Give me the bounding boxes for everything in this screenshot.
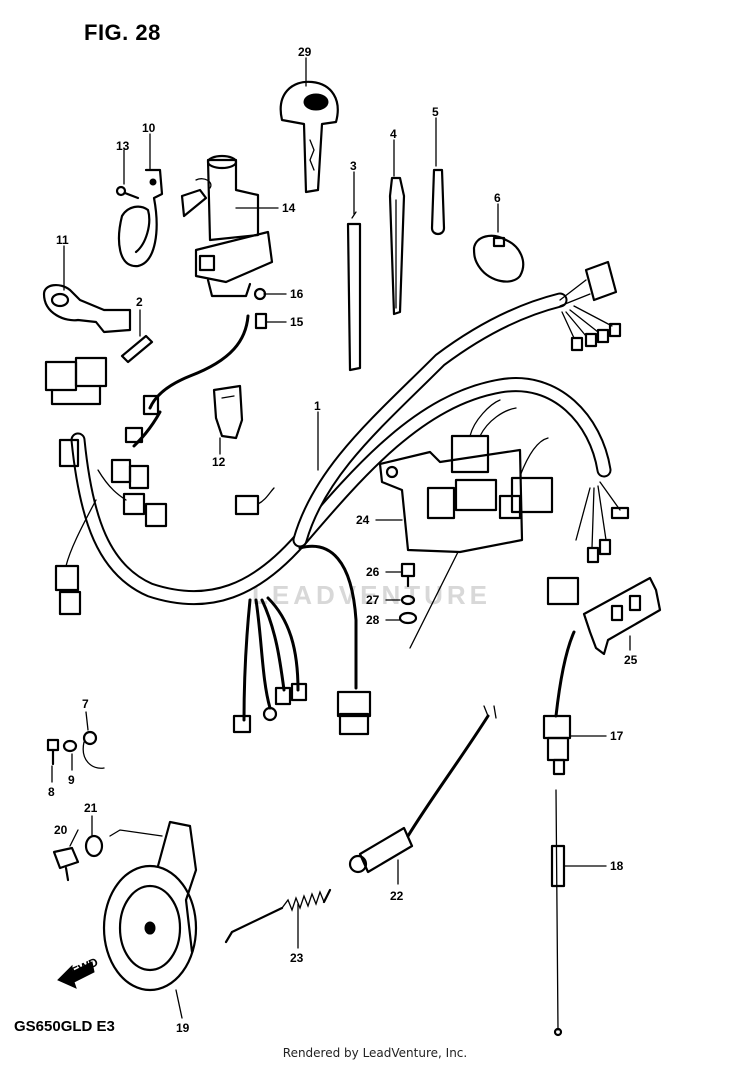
callout-23: 23 [290, 951, 304, 965]
callout-29: 29 [298, 45, 312, 59]
clamp-12[interactable] [212, 384, 244, 440]
ring-terminals-lower[interactable] [232, 682, 372, 736]
callout-24: 24 [356, 513, 370, 527]
protector-tube-3[interactable] [346, 211, 362, 372]
callout-9: 9 [68, 773, 75, 787]
plate-25[interactable] [582, 576, 662, 656]
callout-4: 4 [390, 127, 397, 141]
bolt-13[interactable] [115, 185, 140, 200]
callout-28: 28 [366, 613, 380, 627]
screw-15[interactable] [254, 312, 268, 330]
bolt-26[interactable] [400, 562, 416, 588]
bracket-11[interactable] [42, 284, 132, 334]
callout-20: 20 [54, 823, 68, 837]
callout-11: 11 [56, 233, 69, 247]
callout-26: 26 [366, 565, 380, 579]
strap-5[interactable] [430, 168, 446, 236]
callout-18: 18 [610, 859, 624, 873]
callout-15: 15 [290, 315, 304, 329]
spring-18[interactable] [550, 789, 566, 1037]
spring-23[interactable] [224, 888, 332, 944]
callout-13: 13 [116, 139, 130, 153]
horn-19[interactable] [102, 820, 198, 992]
relay-bracket-24[interactable] [378, 399, 554, 649]
washer-27[interactable] [400, 594, 416, 606]
connector-top-center[interactable] [234, 487, 275, 516]
front-brake-switch-22[interactable] [348, 705, 497, 874]
callout-12: 12 [212, 455, 226, 469]
model-code: GS650GLD E3 [14, 1018, 115, 1035]
bolt-20[interactable] [52, 846, 80, 882]
washer-21[interactable] [84, 834, 104, 858]
callout-22: 22 [390, 889, 404, 903]
callout-5: 5 [432, 105, 439, 119]
callout-21: 21 [84, 801, 98, 815]
callout-2: 2 [136, 295, 143, 309]
ground-wire-7[interactable] [82, 730, 105, 769]
callout-1: 1 [314, 399, 321, 413]
strap-4[interactable] [388, 176, 406, 316]
watermark: LEADVENTURE [252, 580, 492, 610]
washer-9[interactable] [62, 739, 78, 753]
forward-arrow: FWD [57, 955, 100, 989]
callout-6: 6 [494, 191, 501, 205]
callout-7: 7 [82, 697, 89, 711]
callout-25: 25 [624, 653, 638, 667]
main-wiring-harness[interactable] [70, 292, 612, 722]
leader-lines [51, 57, 631, 1019]
screw-8[interactable] [46, 738, 60, 766]
connector-block-left[interactable] [44, 356, 168, 616]
ignition-switch[interactable] [180, 154, 274, 298]
harness-clamp-bracket[interactable] [117, 168, 164, 268]
callout-27: 27 [366, 593, 380, 607]
band-clamp-6[interactable] [472, 234, 525, 283]
ignition-key[interactable] [279, 80, 339, 194]
callout-16: 16 [290, 287, 304, 301]
callout-19: 19 [176, 1021, 190, 1035]
washer-28[interactable] [398, 611, 418, 625]
protector-2[interactable] [120, 334, 154, 364]
callout-labels: 29 10 13 14 3 4 5 6 11 2 16 15 12 1 24 2… [48, 45, 638, 1035]
figure-title: FIG. 28 [84, 20, 161, 45]
rear-brake-switch-17[interactable] [542, 630, 576, 776]
callout-8: 8 [48, 785, 55, 799]
callout-3: 3 [350, 159, 357, 173]
callout-17: 17 [610, 729, 624, 743]
credit-line: Rendered by LeadVenture, Inc. [282, 1046, 468, 1060]
callout-10: 10 [142, 121, 156, 135]
callout-14: 14 [282, 201, 296, 215]
connector-block-right[interactable] [546, 260, 630, 606]
